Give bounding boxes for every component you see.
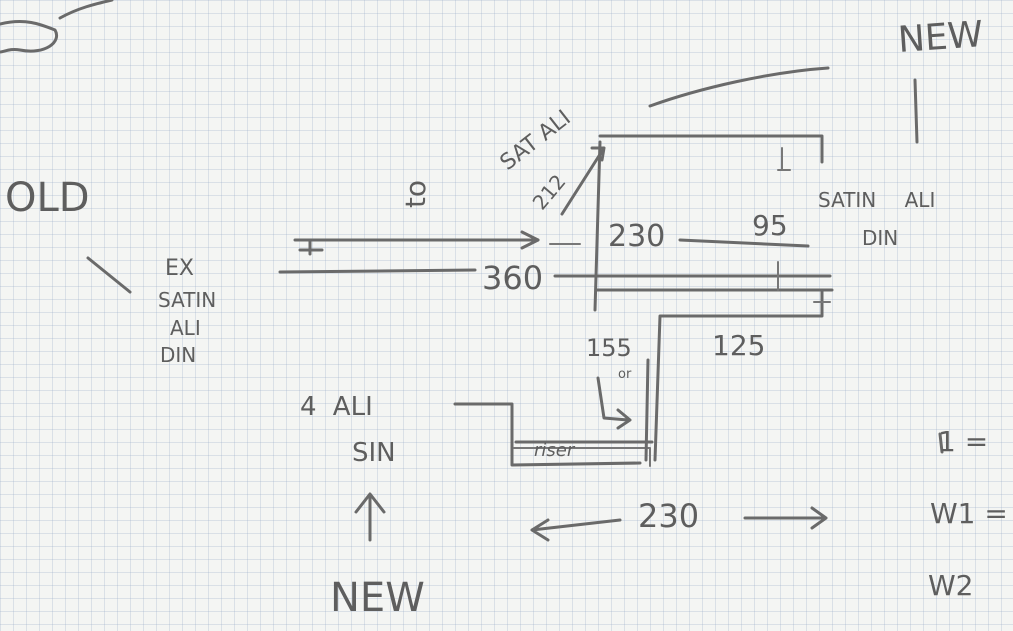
label-new-top: NEW [896, 14, 985, 61]
label-360: 360 [482, 259, 544, 297]
dim-230-bottom-right [743, 506, 828, 530]
label-new-bottom: NEW [330, 575, 425, 621]
label-230-top: 230 [608, 219, 666, 254]
riser-step [453, 402, 642, 467]
label-ali-left: ALI [170, 316, 201, 340]
dim-212-arrow [560, 146, 606, 216]
legend-dash-1 [938, 432, 944, 454]
label-ex: EX [165, 256, 194, 281]
label-to: to [399, 179, 433, 209]
up-arrow [354, 492, 386, 542]
top-bracket-tick [777, 147, 791, 171]
right-vertical-inner [644, 358, 650, 462]
main-vertical [593, 140, 602, 312]
new-arc [648, 66, 830, 108]
label-din-left: DIN [160, 343, 197, 367]
legend-item-w1: W1 = [930, 497, 1008, 530]
dim-230-line [678, 238, 810, 248]
to-start-tick [298, 238, 324, 256]
cloud-scribble-2 [58, 0, 114, 20]
old-slash [86, 256, 132, 294]
label-155: 155 [586, 334, 632, 362]
label-230-bottom: 230 [638, 497, 700, 535]
legend-item-w2: W2 [928, 569, 974, 602]
label-old: OLD [5, 175, 90, 221]
top-bracket [598, 134, 824, 164]
label-sin: SIN [352, 438, 396, 468]
label-satin-left: SATIN [158, 288, 217, 312]
legend-item-1: 1 = [938, 425, 989, 458]
label-riser: riser [534, 440, 575, 461]
right-step [653, 288, 824, 462]
label-satin-ali-right: SATIN ALI [818, 188, 936, 212]
new-tick [913, 78, 919, 144]
cloud-scribble [0, 20, 59, 54]
line-360-upper [278, 268, 477, 274]
label-125: 125 [712, 329, 766, 362]
label-or: or [618, 367, 632, 382]
label-4-ali: 4 ALI [300, 392, 373, 422]
or-arrow [596, 376, 632, 430]
to-arrowhead [520, 230, 540, 250]
dim-230-bottom-left [530, 518, 622, 542]
label-95: 95 [752, 209, 788, 242]
label-din-right: DIN [862, 226, 899, 250]
riser-box [513, 447, 651, 467]
